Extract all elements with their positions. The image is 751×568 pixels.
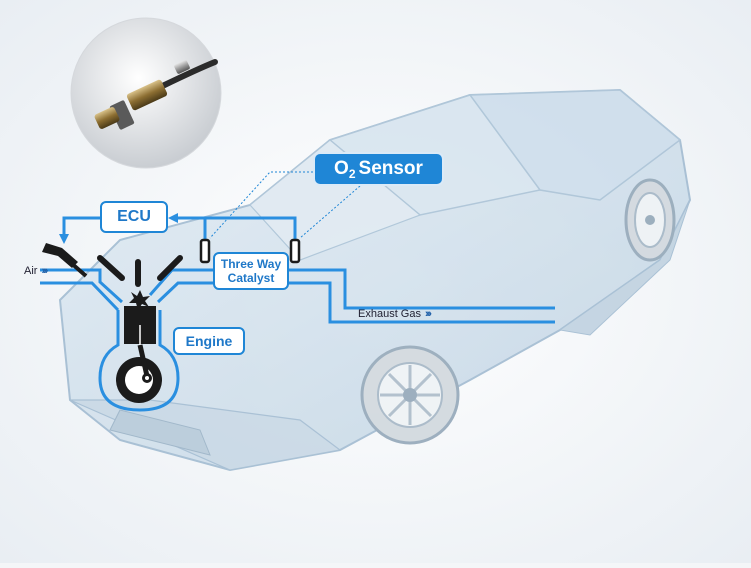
oxygen-sensor-photo (70, 17, 222, 169)
engine-label: Engine (185, 333, 233, 349)
ecu-input-arrow (168, 213, 178, 223)
air-chevrons: ››› (41, 265, 48, 277)
injector-output-arrow (59, 234, 69, 244)
exhaust-text: Exhaust Gas (358, 308, 421, 320)
ecu-box: ECU (100, 201, 168, 233)
exhaust-chevrons: ››› (424, 308, 432, 320)
crankshaft-icon (116, 344, 162, 403)
ecu-signal-lines (62, 216, 297, 240)
o2-prefix: O (334, 158, 349, 179)
air-label: Air››› (24, 265, 48, 277)
o2-probe-icon (199, 238, 301, 264)
catalyst-label-line2: Catalyst (227, 271, 275, 285)
car-silhouette (58, 88, 692, 472)
engine-box: Engine (173, 327, 245, 355)
o2-subscript: 2 (348, 167, 356, 181)
exhaust-pipe (148, 268, 555, 324)
intake-pipe (40, 268, 124, 312)
spark-plug-icon (97, 255, 183, 287)
front-wheel (360, 345, 460, 445)
catalyst-box: Three Way Catalyst (213, 252, 289, 290)
engine-block (98, 310, 180, 412)
sensor-leader-lines (209, 171, 361, 239)
spark-icon (129, 290, 150, 310)
ecu-label: ECU (117, 208, 151, 225)
rear-wheel (624, 178, 676, 262)
fuel-injector-icon (42, 243, 88, 278)
exhaust-label: Exhaust Gas››› (358, 308, 432, 320)
o2-rest: Sensor (358, 158, 423, 179)
catalyst-label-line1: Three Way (220, 257, 282, 271)
air-text: Air (24, 265, 38, 277)
